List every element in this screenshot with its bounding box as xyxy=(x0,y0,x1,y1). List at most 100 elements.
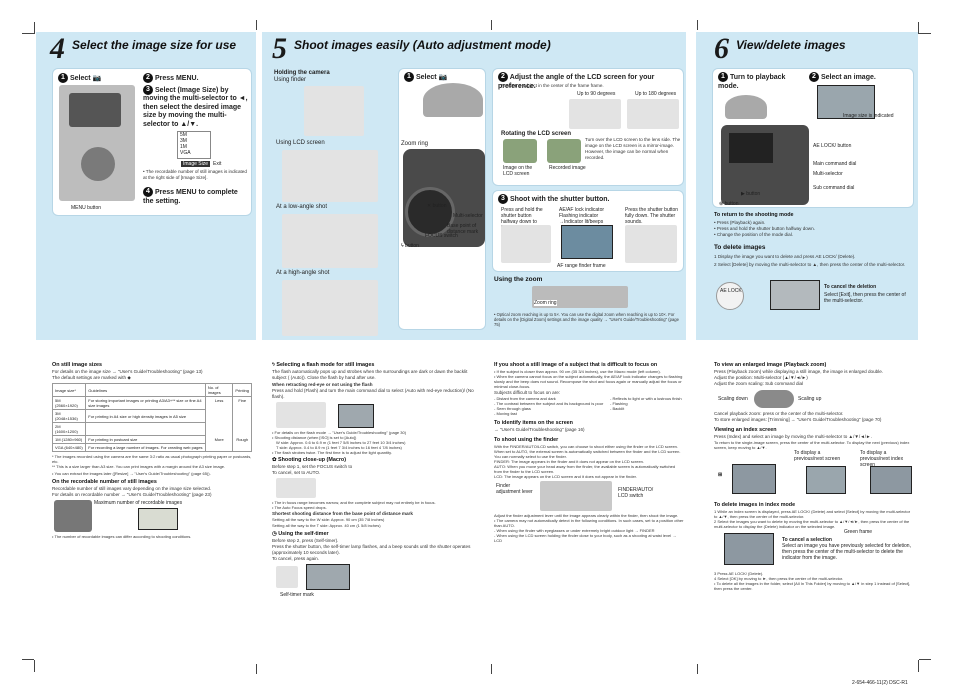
lower-text: Press the shutter button, the self-timer… xyxy=(272,544,471,555)
fold-mark xyxy=(256,20,257,30)
crop-mark xyxy=(22,659,34,660)
s4-note: • The recordable number of still images … xyxy=(143,169,247,180)
ae-af-label: AE/AF lock indicator Flashing indicator … xyxy=(559,207,605,225)
step-1-icon: 1 xyxy=(404,72,414,82)
delete-step-1: 1 Display the image you want to delete a… xyxy=(714,254,856,259)
s6-step2: Select an image. xyxy=(820,73,876,81)
prev-index-label: To display a previous/next index screen xyxy=(860,450,904,468)
delete-index-step: 1 While an index screen is displayed, pr… xyxy=(714,509,911,519)
camera-icon: 📷 xyxy=(92,74,102,82)
zoom-ring-label-2: Zoom ring xyxy=(534,300,557,306)
self-timer-title: ◷ Using the self-timer xyxy=(272,531,482,538)
s6-step1: Turn to playback mode. xyxy=(718,73,786,90)
lcd-image-label: Image on the LCD screen xyxy=(503,165,533,177)
lower-text: Setting all the way to the W side: Appro… xyxy=(272,517,385,522)
delete-index-step: 3 Press AE LOCK/ (Delete). xyxy=(714,571,764,576)
menu-item: 3M xyxy=(180,138,187,144)
footer-code: 2-654-466-11(2) DSC-R1 xyxy=(852,680,908,686)
auto-mode-icon: 📷 xyxy=(438,73,448,81)
using-zoom-title: Using the zoom xyxy=(494,276,543,283)
delete-index-step: 4 Select [OK] by moving to ►, then press… xyxy=(714,576,844,581)
crop-mark xyxy=(22,33,34,34)
fine-label: Fine xyxy=(238,398,247,403)
camera-back-illustration xyxy=(59,85,135,201)
lower-text: Before step 1, set the FOCUS switch to xyxy=(272,464,353,469)
finder-note: - When using the LCD screen holding the … xyxy=(494,533,677,543)
using-finder-title: To shoot using the finder xyxy=(494,437,559,443)
macro-icon: ✿ xyxy=(272,457,277,463)
list-item: - Reflects to light or with a lustrous f… xyxy=(610,396,682,401)
mode-dial-playback-illustration xyxy=(725,95,767,119)
flash-note: • For details on the flash mode → "User'… xyxy=(272,430,407,435)
menu-exit: Exit xyxy=(213,161,222,167)
cancel-selection-desc: Select an image you have previously sele… xyxy=(782,543,911,561)
green-frame-label: Green frame xyxy=(844,529,873,535)
index-screen-title: Viewing an index screen xyxy=(714,427,777,433)
holding-camera-column: Holding the camera Using finder Using LC… xyxy=(274,70,392,338)
lower-text: With the FINDER/AUTO/LCD switch, you can… xyxy=(494,444,681,459)
main-dial-label: Main command dial xyxy=(813,161,857,167)
flash-screen xyxy=(338,404,374,428)
table-header: Image size* xyxy=(51,383,87,397)
s5-step3-card: 3 Shoot with the shutter button. Press a… xyxy=(492,190,684,272)
lcd-180-illustration xyxy=(627,99,679,129)
sub-dial-illustration xyxy=(754,390,794,408)
scale-down-label: Scaling down xyxy=(718,396,748,402)
low-angle-label: At a low-angle shot xyxy=(276,204,328,210)
lower-text: Cancel playback zoom: press or the cente… xyxy=(714,411,844,416)
footnote: • You can extract the images later ([Res… xyxy=(52,471,211,476)
recorded-image xyxy=(547,139,581,163)
flash-mode-title-text: Selecting a flash mode for still images xyxy=(276,362,375,368)
up-90-label: Up to 90 degrees xyxy=(577,91,616,97)
lower-text: AUTO: When you move your head away from … xyxy=(494,464,676,474)
more-label: More xyxy=(214,437,224,442)
lower-text: For details on the image size → "User's … xyxy=(52,369,203,374)
shutter-full-illustration xyxy=(625,225,677,263)
table-row: 5M (2560×1920) For storing important ima… xyxy=(51,396,252,452)
macro-title-text: Shooting close-up (Macro) xyxy=(278,457,347,463)
self-timer-title-text: Using the self-timer xyxy=(278,531,329,537)
finder-holding-illustration xyxy=(304,86,364,136)
s5-step2-desc: Position a subject in the center of the … xyxy=(501,83,604,88)
lower-col-1: On still image sizes For details on the … xyxy=(51,362,252,540)
lower-text: LCD: The image appears on the LCD screen… xyxy=(494,474,637,479)
lower-col-3: If you shoot a still image of a subject … xyxy=(494,362,684,543)
footnote: * The images recorded using the camera a… xyxy=(52,454,252,464)
cancel-selection-title: To cancel a selection xyxy=(782,537,832,543)
lower-text: Adjust the finder adjustment lever until… xyxy=(494,513,679,518)
delete-illustration: AE LOCK To cancel the deletion Select [E… xyxy=(714,278,914,312)
lower-text: FINDER: The image appears in the finder … xyxy=(494,459,645,464)
base-point-label: Base point of distance mark xyxy=(447,223,479,235)
menu-item: 5M xyxy=(180,132,187,138)
flash-note: • The flash strobes twice. The first tim… xyxy=(272,450,392,455)
fold-mark xyxy=(256,664,257,674)
crop-mark xyxy=(919,659,931,660)
lower-text: Setting all the way to the T side: Appro… xyxy=(272,523,381,528)
s5-step1: Select xyxy=(415,73,437,81)
list-item: - Distant from the camera and dark xyxy=(494,396,556,401)
lower-text: To cancel, set to AUTO. xyxy=(272,470,321,475)
crop-mark xyxy=(918,22,919,34)
button-label: button xyxy=(432,203,447,209)
section-4-title: Select the image size for use xyxy=(72,38,237,52)
crop-mark xyxy=(918,660,919,672)
lower-text: Adjust the position: Multi-selector (▲/▼… xyxy=(714,375,808,380)
scale-up-label: Scaling up xyxy=(798,396,822,402)
flash-note: T side: Approx. 0.4 to 8.9 m (1 feet 7 3… xyxy=(276,445,402,450)
lower-col-4: To view an enlarged image (Playback zoom… xyxy=(714,362,914,591)
step-1-icon: 1 xyxy=(718,72,728,82)
index-button-icon: ⊞ xyxy=(718,472,723,478)
fold-mark xyxy=(697,664,698,674)
single-image-screen xyxy=(806,466,846,494)
shutter-half-illustration xyxy=(501,225,551,263)
section-6-number: 6 xyxy=(714,32,729,65)
section-6-title: View/delete images xyxy=(736,38,846,52)
lower-col-2: ϟ Selecting a flash mode for still image… xyxy=(272,362,482,602)
lower-text: • If the subject is closer than approx. … xyxy=(494,369,661,374)
step-2-icon: 2 xyxy=(809,72,819,82)
image-size-table: Image size* Guidelines No. of images Pri… xyxy=(51,383,252,452)
s5-step2: Adjust the angle of the LCD screen for y… xyxy=(498,73,655,90)
rotating-desc: Turn over the LCD screen to the lens sid… xyxy=(585,137,681,160)
lcd-count-panel xyxy=(138,508,178,530)
lower-text: The default settings are marked with ◆ xyxy=(52,375,252,381)
